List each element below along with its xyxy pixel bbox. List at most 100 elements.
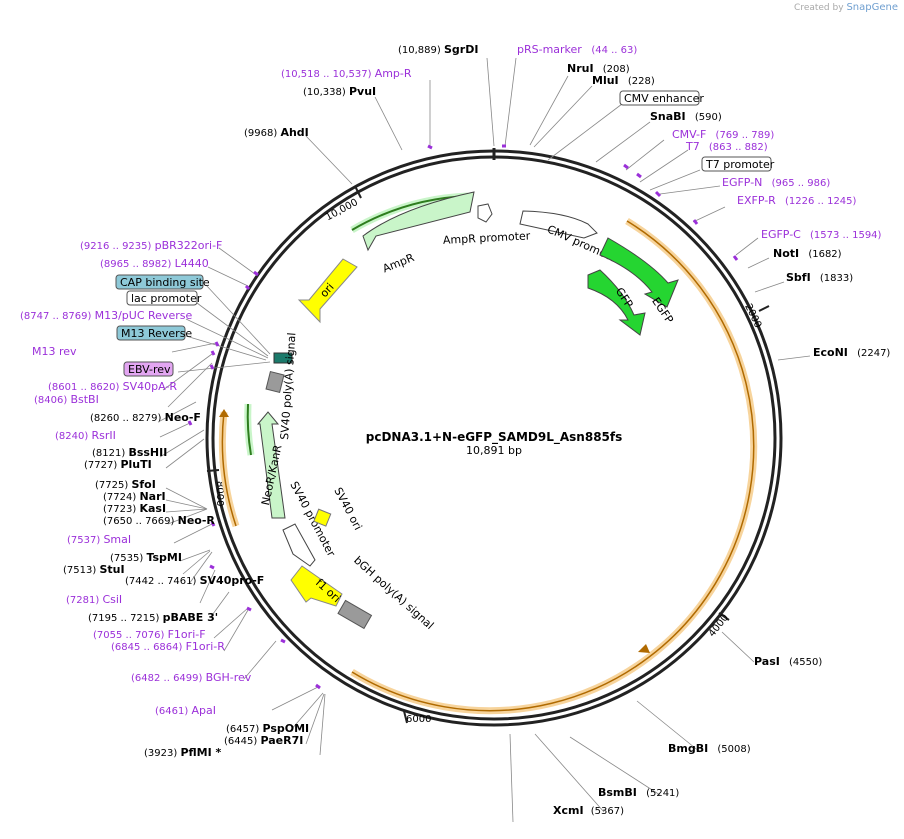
feature-sv40-promoter[interactable] bbox=[282, 523, 316, 567]
f1orif-name: F1ori-R bbox=[186, 640, 226, 653]
map-length: 10,891 bp bbox=[466, 444, 522, 457]
bmgbi-name: BsmBI bbox=[598, 786, 637, 799]
feature-sv40-ori[interactable] bbox=[313, 508, 332, 527]
svg-text:(9968) AhdI: (9968) AhdI bbox=[244, 126, 309, 139]
bsmbi-name: XcmI bbox=[553, 804, 584, 817]
svg-text:(7513) StuI: (7513) StuI bbox=[63, 563, 125, 576]
noti-name: NotI bbox=[773, 247, 799, 260]
orf-left-line bbox=[221, 411, 237, 527]
apai-name: PspOMI bbox=[262, 722, 309, 735]
t7-promoter-box[interactable] bbox=[701, 156, 772, 172]
pfimi-pos: (4550) bbox=[789, 657, 822, 668]
sv40par-pos: (8406) bbox=[34, 395, 67, 406]
svg-text:EXFP-R (1226 .. 1245): EXFP-R (1226 .. 1245) bbox=[737, 194, 857, 207]
prs-pos: (44 .. 63) bbox=[591, 45, 637, 56]
snapgene-brand: SnapGene bbox=[846, 2, 898, 13]
paer7i-pos: (3923) bbox=[144, 748, 177, 759]
sbfi-name: SbfI bbox=[786, 271, 811, 284]
svg-text:SbfI (1833): SbfI (1833) bbox=[786, 271, 853, 284]
bstbi-name: Neo-F bbox=[165, 411, 201, 424]
feature-ampr-promoter[interactable] bbox=[477, 203, 493, 223]
ahdi-pos: (9968) bbox=[244, 128, 277, 139]
svg-text:(6445) PaeR7I: (6445) PaeR7I bbox=[224, 734, 303, 747]
svg-text:T7 (863 .. 882): T7 (863 .. 882) bbox=[685, 140, 768, 153]
svg-text:CMV-F (769 .. 789): CMV-F (769 .. 789) bbox=[672, 128, 774, 141]
tick-label-8000: 8000 bbox=[214, 481, 225, 506]
mlui-name: MluI bbox=[592, 74, 619, 87]
feature-f1-ori[interactable] bbox=[290, 565, 343, 607]
tspmi-name: StuI bbox=[99, 563, 124, 576]
svg-text:(8121) BssHII: (8121) BssHII bbox=[92, 446, 167, 459]
m13-rev-box[interactable] bbox=[123, 361, 174, 377]
m13-rev-label: EBV-rev bbox=[128, 363, 171, 376]
csii-name: pBABE 3' bbox=[163, 611, 219, 624]
map-title: pcDNA3.1+N-eGFP_SAMD9L_Asn885fs bbox=[366, 430, 623, 445]
ahdi-name: AhdI bbox=[280, 126, 308, 139]
neof-pos: (8240) bbox=[55, 431, 88, 442]
feature-ampr[interactable] bbox=[362, 191, 475, 252]
tick-label-6000: 6000 bbox=[406, 714, 431, 725]
feature-sv40-polya-label: SV40 poly(A) signal bbox=[278, 332, 298, 440]
svg-text:M13 rev: M13 rev bbox=[32, 345, 77, 358]
cap-binding-site-box[interactable] bbox=[115, 274, 204, 290]
feature-cmv-promoter[interactable] bbox=[519, 210, 598, 239]
tick-8000 bbox=[206, 469, 220, 472]
orf-left-arrowhead bbox=[219, 409, 229, 417]
feature-egfp[interactable] bbox=[599, 237, 679, 308]
tick-label-2000: 2000 bbox=[742, 302, 763, 330]
svg-text:EGFP-N (965 .. 986): EGFP-N (965 .. 986) bbox=[722, 176, 830, 189]
prs-name: pRS-marker bbox=[517, 43, 582, 56]
svg-text:(10,518 .. 10,537) Amp-R: (10,518 .. 10,537) Amp-R bbox=[281, 67, 412, 80]
feature-ori[interactable] bbox=[297, 258, 358, 324]
svg-text:(10,338) PvuI: (10,338) PvuI bbox=[303, 85, 376, 98]
nari-name: KasI bbox=[139, 502, 166, 515]
pluti-name: SfoI bbox=[131, 478, 155, 491]
pbr322-pos: (9216 .. 9235) bbox=[80, 241, 152, 252]
feature-sv40-polya[interactable] bbox=[265, 370, 285, 394]
nrui-name: NruI bbox=[567, 62, 594, 75]
svg-text:(7442 .. 7461) SV40pro-F: (7442 .. 7461) SV40pro-F bbox=[125, 574, 264, 587]
sfoi-name: NarI bbox=[139, 490, 165, 503]
m13puc-pos: (8747 .. 8769) bbox=[20, 311, 92, 322]
mlui-pos: (228) bbox=[628, 76, 655, 87]
svg-text:(6845 .. 6864) F1ori-R: (6845 .. 6864) F1ori-R bbox=[111, 640, 225, 653]
bsshii-pos: (7727) bbox=[84, 460, 117, 471]
exfpr-pos: (1226 .. 1245) bbox=[785, 196, 857, 207]
lac-promoter-box[interactable] bbox=[126, 290, 198, 306]
pbabe-name: F1ori-F bbox=[168, 628, 206, 641]
nari-pos: (7723) bbox=[103, 504, 136, 515]
t7-pos: (863 .. 882) bbox=[709, 142, 768, 153]
t7-name: T7 bbox=[685, 140, 700, 153]
neo-orf-line bbox=[246, 403, 252, 456]
cmv-enhancer-box[interactable] bbox=[619, 90, 700, 106]
svg-text:(7535) TspMI: (7535) TspMI bbox=[110, 551, 182, 564]
feature-ampr-label: AmpR bbox=[381, 251, 417, 275]
smai-pos: (7535) bbox=[110, 553, 143, 564]
l4440-name: L4440 bbox=[175, 257, 209, 270]
pvui-name: PvuI bbox=[349, 85, 376, 98]
ebv-pos: (8601 .. 8620) bbox=[48, 382, 120, 393]
econi-pos: (2247) bbox=[857, 348, 890, 359]
svg-text:(7650 .. 7669) Neo-R: (7650 .. 7669) Neo-R bbox=[103, 514, 215, 527]
lac-operator-label: M13 Reverse bbox=[121, 327, 192, 340]
svg-text:BsmBI (5241): BsmBI (5241) bbox=[598, 786, 679, 799]
svg-text:(3923) PflMI *: (3923) PflMI * bbox=[144, 746, 222, 759]
feature-ampr-promoter-label: AmpR promoter bbox=[443, 229, 531, 247]
sv40prof-pos: (7281) bbox=[66, 595, 99, 606]
ebv-name: SV40pA-R bbox=[123, 380, 178, 393]
svg-text:SnaBI (590): SnaBI (590) bbox=[650, 110, 722, 123]
leader-lines bbox=[159, 57, 811, 823]
feature-bgh-polya[interactable] bbox=[337, 599, 373, 630]
lac-operator-box[interactable] bbox=[116, 325, 186, 341]
econi-name: EcoNI bbox=[813, 346, 848, 359]
svg-text:(7195 .. 7215) pBABE 3': (7195 .. 7215) pBABE 3' bbox=[88, 611, 218, 624]
bsmbi-pos: (5367) bbox=[591, 806, 624, 817]
feature-gfp[interactable] bbox=[587, 269, 646, 336]
feature-sv40-ori-label: SV40 ori bbox=[331, 485, 364, 532]
feature-neor[interactable] bbox=[256, 411, 286, 519]
cmv-enhancer-label: CMV enhancer bbox=[624, 92, 704, 105]
rsrii-name: BssHII bbox=[128, 446, 167, 459]
pbr322-name: pBR322ori-F bbox=[155, 239, 223, 252]
t7-promoter-label: T7 promoter bbox=[705, 158, 775, 171]
